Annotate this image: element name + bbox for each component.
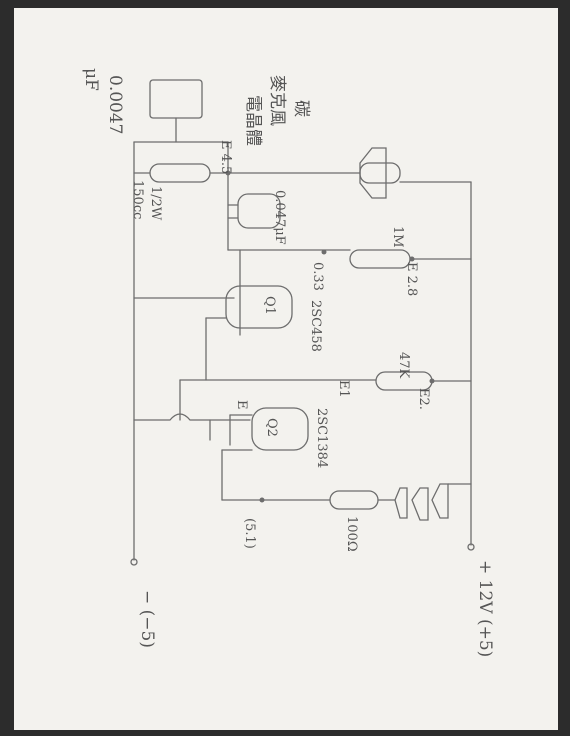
label-res2: 47K — [396, 352, 411, 379]
label-q1: Q1 — [262, 296, 277, 315]
label-q2-part: 2SC1384 — [314, 408, 329, 468]
label-q2-e: E — [234, 400, 249, 410]
resistor-150 — [149, 163, 211, 183]
resistor-100 — [329, 490, 379, 510]
resistor-1M — [349, 249, 411, 269]
label-res2-note2: E1 — [336, 380, 351, 398]
label-q1-note: 0.33 — [310, 262, 325, 291]
label-e-left: E 4.5 — [218, 140, 233, 174]
minus-terminal — [130, 558, 138, 566]
label-plus-supply: + 12V (+5) — [475, 560, 495, 657]
plus-terminal — [467, 543, 475, 551]
paper-sheet — [14, 8, 558, 730]
carbon-microphone — [359, 147, 387, 199]
label-minus-supply: − (−5) — [137, 590, 157, 648]
capacitor-0047 — [149, 79, 203, 119]
label-r-left2: 150cc — [130, 180, 145, 219]
label-cap-mid: 0.047μF — [272, 190, 287, 245]
label-res3: 100Ω — [344, 516, 359, 552]
label-cap-left: 0.0047 — [105, 75, 125, 134]
transistor-q2 — [251, 407, 309, 451]
label-r-left: 1/2W — [148, 186, 163, 221]
title-col1: 碳 — [291, 100, 311, 117]
capacitor-0047uF — [237, 193, 281, 229]
label-cap-left-unit: μF — [81, 68, 101, 91]
transistor-q1 — [225, 285, 293, 329]
label-res1: 1M — [390, 226, 405, 248]
title-col2: 麥克風 — [267, 75, 287, 126]
label-q2: Q2 — [264, 418, 279, 437]
label-terminal-note: (5.1) — [242, 518, 257, 549]
label-res1-note: E 2.8 — [404, 262, 419, 296]
led-2 — [411, 487, 429, 521]
title-col3: 電晶體 — [243, 95, 263, 146]
label-q1-part: 2SC458 — [308, 300, 323, 352]
led-1 — [394, 487, 408, 519]
led-3 — [431, 483, 449, 519]
label-res2-note: E2. — [416, 388, 431, 410]
